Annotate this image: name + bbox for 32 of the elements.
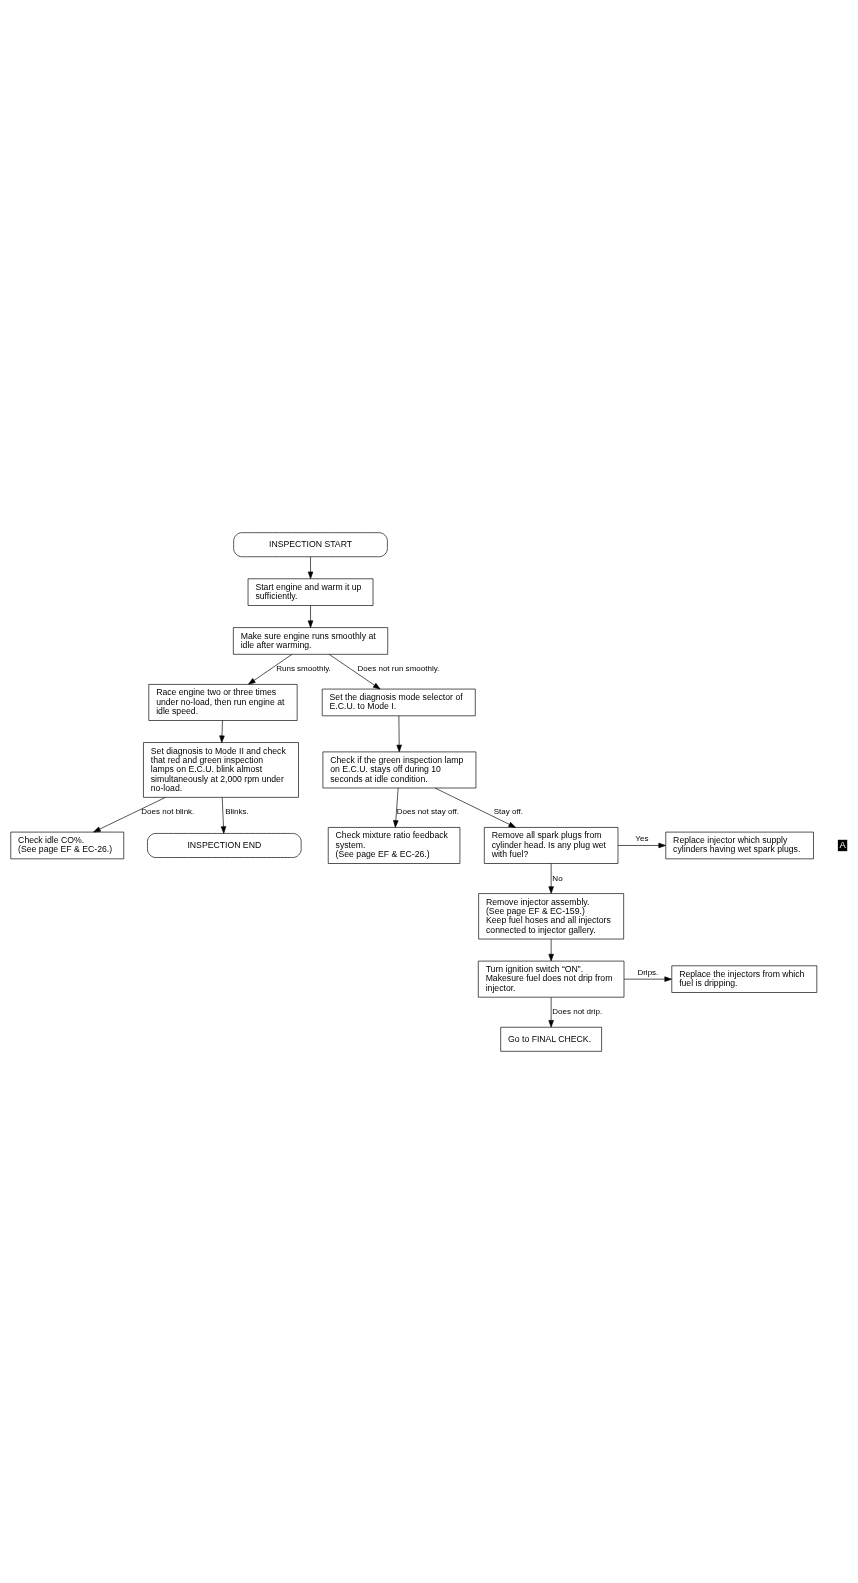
node-box: Check mixture ratio feedback system. (See page EF & EC-26.) [327,826,461,864]
node-box: Remove all spark plugs from cylinder head. Is any plug wet with fuel? [483,826,619,864]
arrow [219,719,225,743]
arrow [548,996,554,1027]
arrow [623,975,672,982]
node-box: Go to FINAL CHECK. [500,1026,602,1052]
arrow [307,604,314,628]
arrow [93,796,166,832]
node-box: Race engine two or three times under no-load, then run engine at idle speed. [148,683,298,721]
node-box: INSPECTION END [147,832,302,858]
arrow [393,787,399,828]
arrow [248,653,293,685]
node-box: Set the diagnosis mode selector of E.C.U. to Mode I. [321,688,476,716]
arrow [328,653,381,689]
arrow [396,715,402,752]
node-box: Check idle CO%. (See page EF & EC-26.) [10,831,125,859]
arrow [548,862,554,894]
node-box: Remove injector assembly. (See page EF & EC-159.) Keep fuel hoses and all injectors connected to injector gallery. [478,892,624,939]
node-box: Set diagnosis to Mode II and check that red and green inspection lamps on E.C.U. blink almost simultaneously at 2,000 rpm under no-load. [143,741,299,798]
arrow [617,842,666,848]
node-box: Make sure engine runs smoothly at idle after warming. [233,626,389,655]
node-box: Start engine and warm it up sufficiently. [247,577,374,606]
node-box: Check if the green inspection lamp on E.C.U. stays off during 10 seconds at idle condition. [322,751,477,788]
node-box: Replace injector which supply cylinders having wet spark plugs. [665,831,814,859]
node-box: Turn ignition switch “ON”. Makesure fuel does not drip from injector. [477,960,625,998]
label: A [839,839,846,850]
arrow [434,787,516,828]
arrow [548,938,554,961]
node-box: Replace the injectors from which fuel is dripping. [671,964,818,993]
arrow [307,555,314,579]
node-box: INSPECTION START [233,531,388,557]
arrow [220,796,227,834]
